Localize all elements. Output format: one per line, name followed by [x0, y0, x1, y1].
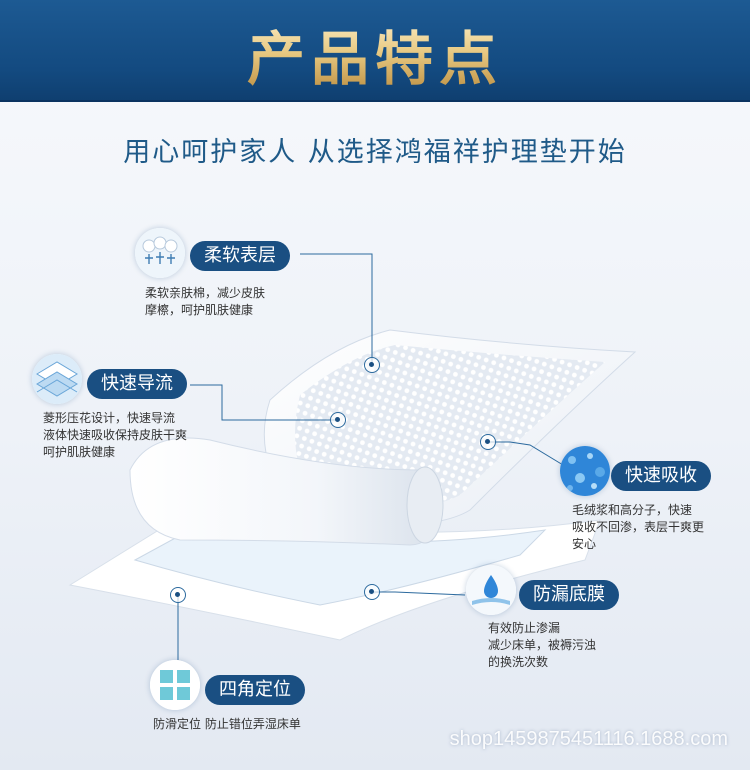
soft-fiber-icon	[135, 228, 185, 278]
feature-label-leakproof: 防漏底膜	[519, 580, 619, 610]
hotspot-leakproof	[364, 584, 380, 600]
subtitle: 用心呵护家人 从选择鸿福祥护理垫开始	[123, 137, 627, 168]
hotspot-soft-layer	[364, 357, 380, 373]
page-title: 产品特点	[0, 12, 750, 96]
feature-desc-fast-absorb: 毛绒浆和高分子，快速 吸收不回渗，表层干爽更 安心	[572, 503, 705, 551]
corner-positioning-icon	[150, 660, 200, 710]
feature-desc-leakproof: 有效防止渗漏 减少床单，被褥污浊 的换洗次数	[488, 621, 597, 669]
feature-label-corner: 四角定位	[205, 675, 305, 705]
feature-label-fast-flow: 快速导流	[87, 369, 187, 399]
absorbent-core-icon	[560, 446, 610, 496]
watermark: shop1459875451116.1688.com	[449, 728, 728, 750]
feature-desc-corner: 防滑定位 防止错位弄湿床单	[153, 717, 301, 731]
feature-desc-soft-layer: 柔软亲肤棉，减少皮肤 摩檫，呵护肌肤健康	[145, 286, 266, 317]
hotspot-fast-flow	[330, 412, 346, 428]
water-drop-icon	[466, 565, 516, 615]
feature-label-fast-absorb: 快速吸收	[611, 461, 711, 491]
hotspot-corner	[170, 587, 186, 603]
diamond-emboss-icon	[32, 354, 82, 404]
hotspot-fast-absorb	[480, 434, 496, 450]
header-banner: 产品特点	[0, 0, 750, 102]
feature-label-soft-layer: 柔软表层	[190, 241, 290, 271]
feature-desc-fast-flow: 菱形压花设计，快速导流 液体快速吸收保持皮肤干爽 呵护肌肤健康	[43, 411, 188, 459]
